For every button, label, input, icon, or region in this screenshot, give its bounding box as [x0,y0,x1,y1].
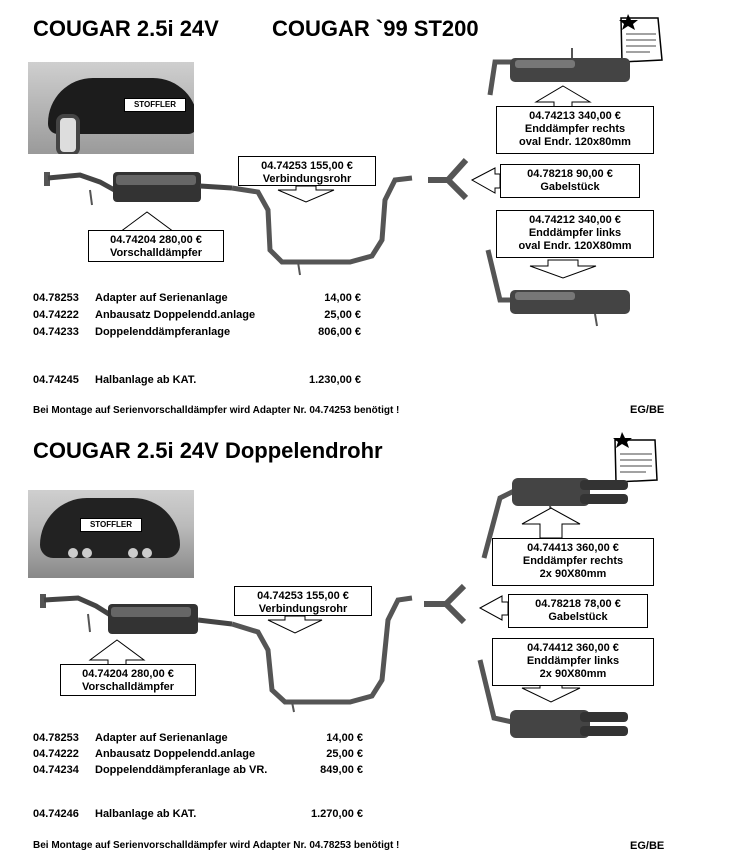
list-item: 04.74222 Anbausatz Doppelendd.anlage 25,… [33,748,363,760]
stoffler-plate: STOFFLER [124,98,186,112]
rechts-label: Enddämpfer rechts [522,555,624,567]
verbindung-label: Verbindungsrohr [258,603,348,615]
list-item: 04.78253 Adapter auf Serienanlage 14,00 … [33,292,361,304]
rechts-box: 04.74213 340,00 € Enddämpfer rechts oval… [496,106,654,154]
arrow-down-verbindung-icon [277,185,335,203]
gabel-box: 04.78218 78,00 € Gabelstück [508,594,648,628]
right-muffler-drawing [487,48,630,96]
stoffler-plate: STOFFLER [80,518,142,532]
footer-note: Bei Montage auf Serienvorschalldämpfer w… [33,840,400,851]
connection-pipe-drawing [231,595,413,705]
front-muffler-drawing [44,172,233,206]
links-size: 2x 90X80mm [539,668,607,680]
arrow-down-verbindung-icon [267,615,323,634]
arrow-left-gabel-icon [470,167,501,194]
verbindung-price: 04.74253 155,00 € [261,160,353,172]
arrow-up-vorschall-icon [88,639,146,666]
gabel-price: 04.78218 78,00 € [535,598,621,610]
y-piece-drawing [424,583,467,625]
list-item: 04.74233 Doppelenddämpferanlage 806,00 € [33,326,361,338]
links-box: 04.74412 360,00 € Enddämpfer links 2x 90… [492,638,654,686]
section2-title: COUGAR 2.5i 24V Doppelendrohr [33,438,383,463]
vorschall-label: Vorschalldämpfer [109,247,203,259]
arrow-up-rechts-icon [521,507,581,539]
front-muffler-drawing [40,594,233,634]
rechts-size: oval Endr. 120x80mm [519,136,631,148]
section1-title-left: COUGAR 2.5i 24V [33,16,219,41]
vorschall-label: Vorschalldämpfer [81,681,175,693]
section1-title-right: COUGAR `99 ST200 [272,16,479,41]
vorschall-box: 04.74204 280,00 € Vorschalldämpfer [88,230,224,262]
gabel-label: Gabelstück [548,611,608,623]
verbindung-box: 04.74253 155,00 € Verbindungsrohr [238,156,376,186]
gabel-price: 04.78218 90,00 € [527,168,613,180]
code-label: EG/BE [630,840,665,852]
rechts-price: 04.74213 340,00 € [529,110,621,122]
car-photo: STOFFLER [28,490,194,578]
links-label: Enddämpfer links [528,227,622,239]
car-photo: STOFFLER [28,62,194,154]
arrow-down-links-icon [529,259,597,279]
list-item-halbanlage: 04.74245 Halbanlage ab KAT. 1.230,00 € [33,374,361,386]
left-muffler-drawing [477,659,628,738]
vorschall-price: 04.74204 280,00 € [110,234,202,246]
connection-pipe-drawing [231,175,413,265]
right-muffler-drawing [481,478,628,559]
code-label: EG/BE [630,404,665,416]
rechts-price: 04.74413 360,00 € [527,542,619,554]
rechts-label: Enddämpfer rechts [524,123,626,135]
stamp-logo-icon [613,432,658,483]
y-piece-drawing [428,157,469,201]
links-price: 04.74212 340,00 € [529,214,621,226]
footer-note: Bei Montage auf Serienvorschalldämpfer w… [33,405,400,416]
links-price: 04.74412 360,00 € [527,642,619,654]
arrow-up-rechts-icon [534,85,592,109]
vorschall-box: 04.74204 280,00 € Vorschalldämpfer [60,664,196,696]
list-item: 04.74234 Doppelenddämpferanlage ab VR. 8… [33,764,363,776]
verbindung-price: 04.74253 155,00 € [257,590,349,602]
arrow-left-gabel-icon [478,595,509,621]
verbindung-box: 04.74253 155,00 € Verbindungsrohr [234,586,372,616]
left-muffler-drawing [485,249,630,327]
stamp-logo-icon [619,14,663,63]
verbindung-label: Verbindungsrohr [262,173,352,185]
links-size: oval Endr. 120X80mm [518,240,632,252]
list-item: 04.78253 Adapter auf Serienanlage 14,00 … [33,732,363,744]
links-box: 04.74212 340,00 € Enddämpfer links oval … [496,210,654,258]
links-label: Enddämpfer links [526,655,620,667]
list-item-halbanlage: 04.74246 Halbanlage ab KAT. 1.270,00 € [33,808,363,820]
rechts-size: 2x 90X80mm [539,568,607,580]
list-item: 04.74222 Anbausatz Doppelendd.anlage 25,… [33,309,361,321]
vorschall-price: 04.74204 280,00 € [82,668,174,680]
gabel-box: 04.78218 90,00 € Gabelstück [500,164,640,198]
gabel-label: Gabelstück [540,181,600,193]
rechts-box: 04.74413 360,00 € Enddämpfer rechts 2x 9… [492,538,654,586]
